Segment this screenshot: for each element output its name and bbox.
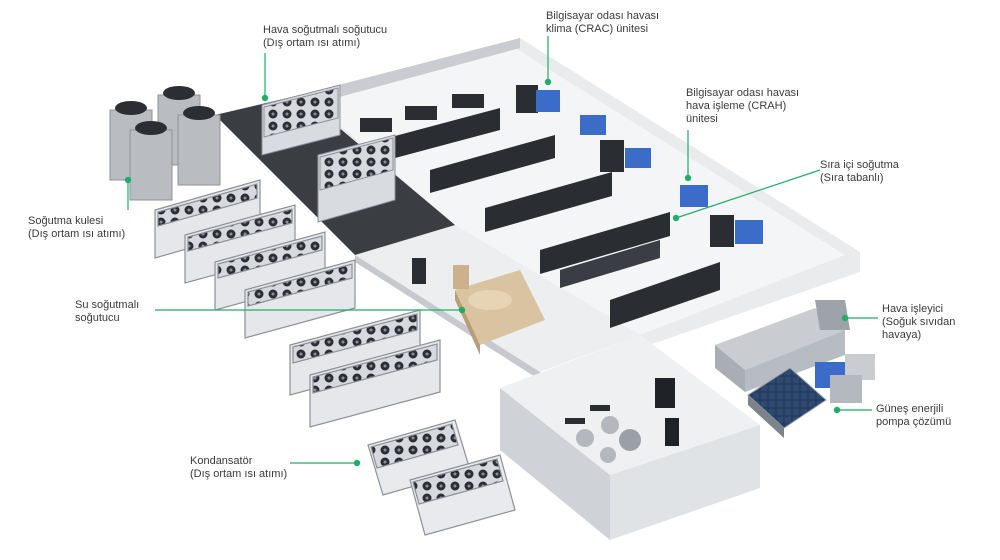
cooling-towers [109, 86, 221, 201]
label-condenser: Kondansatör (Dış ortam ısı atımı) [190, 455, 288, 480]
label-air-cooled-chiller: Hava soğutmalı soğutucu (Dış ortam ısı a… [263, 24, 388, 49]
battery-containers [815, 354, 875, 403]
callout-leaders [124, 36, 878, 467]
label-water-cooled-chiller: Su soğutmalı soğutucu [75, 299, 140, 324]
label-solar-pump: Güneş enerjili pompa çözümü [876, 403, 952, 428]
label-air-handler: Hava işleyici (Soğuk sıvıdan havaya) [882, 303, 956, 341]
label-crah-unit: Bilgisayar odası havası hava işleme (CRA… [686, 87, 800, 125]
air-handler-unit [715, 300, 850, 392]
pump-room [565, 378, 679, 463]
condenser-units [367, 419, 516, 536]
chiller-banks [154, 179, 441, 428]
air-cooled-chillers [261, 84, 396, 223]
solar-panels [747, 367, 827, 438]
label-in-row-cooling: Sıra içi soğutma (Sıra tabanlı) [820, 159, 899, 184]
label-crac-unit: Bilgisayar odası havası klima (CRAC) üni… [546, 10, 660, 35]
server-racks [360, 85, 763, 328]
water-chiller-unit [412, 258, 545, 355]
label-cooling-tower: Soğutma kulesi (Dış ortam ısı atımı) [28, 215, 126, 240]
